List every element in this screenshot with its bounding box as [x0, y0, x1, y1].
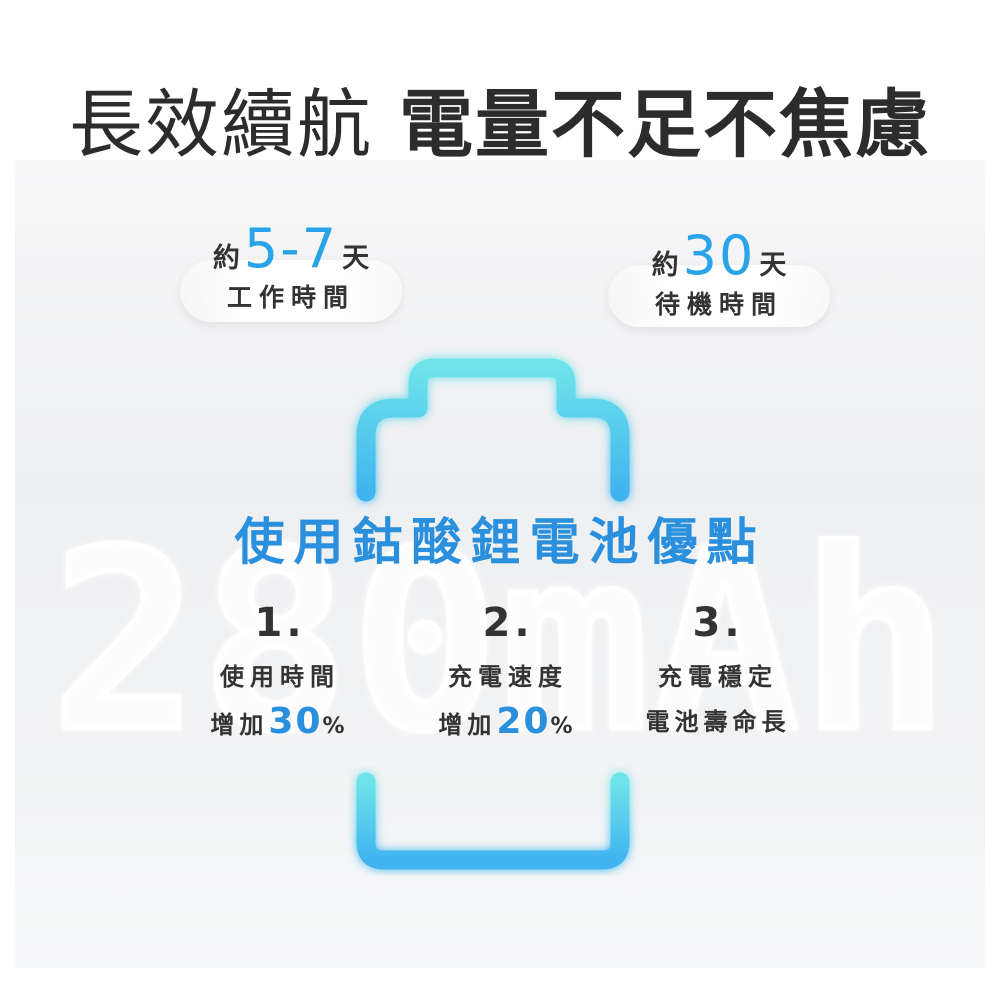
- benefit-detail: 增加30%: [170, 702, 390, 747]
- standby-time-label: 待機時間: [654, 290, 783, 319]
- benefit-percent-value: 20: [496, 701, 551, 742]
- headline-light: 長效續航: [69, 82, 373, 168]
- work-time-value: 5-7: [243, 217, 339, 280]
- headline: 長效續航電量不足不焦慮: [0, 70, 1000, 180]
- work-time-suffix: 天: [342, 243, 370, 274]
- benefit-percent-sign: %: [322, 714, 350, 739]
- battery-top-segment: [356, 358, 630, 502]
- standby-time-pill: [608, 265, 830, 327]
- benefit-detail-prefix: 增加: [210, 711, 269, 739]
- battery-bottom-segment: [356, 772, 630, 870]
- section-title: 使用鈷酸鋰電池優點: [234, 513, 766, 571]
- benefit-index: 1.: [254, 600, 306, 646]
- benefit-battery-life: 3. 充電穩定 電池壽命長: [608, 598, 828, 742]
- benefit-usage-time: 1. 使用時間 增加30%: [170, 598, 390, 747]
- work-time-pill: [180, 260, 402, 322]
- standby-time-value: 30: [682, 224, 756, 287]
- benefit-charge-speed: 2. 充電速度 增加20%: [398, 598, 618, 747]
- benefit-index: 2.: [482, 600, 534, 646]
- work-time-label: 工作時間: [226, 283, 355, 312]
- headline-bold: 電量不足不焦慮: [399, 82, 931, 168]
- benefit-title: 使用時間: [220, 663, 340, 691]
- standby-time-prefix: 約: [651, 250, 679, 281]
- benefit-percent-sign: %: [550, 714, 578, 739]
- benefit-index: 3.: [692, 600, 744, 646]
- benefit-title: 充電穩定: [658, 663, 778, 691]
- benefit-detail: 增加20%: [398, 702, 618, 747]
- benefit-detail: 電池壽命長: [645, 708, 791, 736]
- benefit-percent-value: 30: [268, 701, 323, 742]
- standby-time-suffix: 天: [759, 250, 787, 281]
- work-time-prefix: 約: [212, 243, 240, 274]
- benefit-title: 充電速度: [448, 663, 568, 691]
- benefit-detail-prefix: 增加: [438, 711, 497, 739]
